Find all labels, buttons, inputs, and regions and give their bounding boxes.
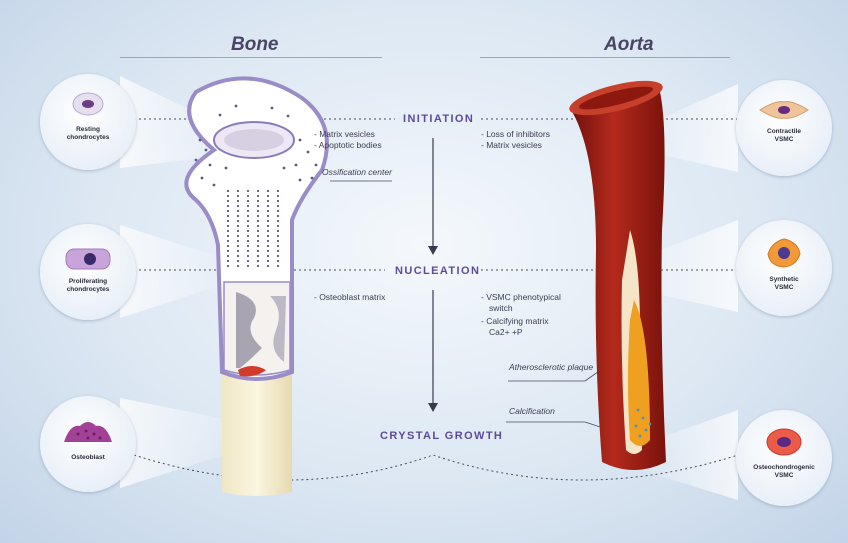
osteoblast-icon (60, 416, 116, 446)
aorta-note-vsmc-switch-1: - VSMC phenotypical (481, 292, 561, 303)
resting-chondrocyte-icon (70, 90, 106, 118)
osteoblast-label: Osteoblast (43, 454, 133, 462)
aorta-note-calcifying-matrix: - Calcifying matrix (481, 316, 549, 327)
stage-crystal-growth: CRYSTAL GROWTH (380, 430, 503, 442)
contractile-vsmc-icon (758, 98, 810, 122)
synthetic-vsmc-icon (764, 236, 804, 270)
stage-initiation: INITIATION (403, 113, 474, 125)
osteochondrogenic-vsmc-icon (764, 426, 804, 458)
aorta-note-loss-of-inhibitors: - Loss of inhibitors (481, 129, 550, 140)
aorta-note-calcification: Calcification (509, 406, 555, 417)
stage-nucleation: NUCLEATION (395, 265, 480, 277)
bone-note-ossification-center: Ossification center (322, 167, 392, 178)
aorta-note-ions: Ca2+ +P (489, 327, 523, 338)
cell-circle-osteoblast: Osteoblast (40, 396, 136, 492)
aorta-note-vsmc-switch-2: switch (489, 303, 513, 314)
proliferating-chondrocyte-icon (64, 246, 112, 272)
aorta-note-matrix-vesicles: - Matrix vesicles (481, 140, 542, 151)
aorta-note-atherosclerotic-plaque: Atherosclerotic plaque (509, 362, 593, 373)
bone-note-osteoblast-matrix: - Osteoblast matrix (314, 292, 385, 303)
aorta-illustration (566, 74, 666, 470)
bone-note-apoptotic-bodies: - Apoptotic bodies (314, 140, 382, 151)
bone-note-matrix-vesicles: - Matrix vesicles (314, 129, 375, 140)
